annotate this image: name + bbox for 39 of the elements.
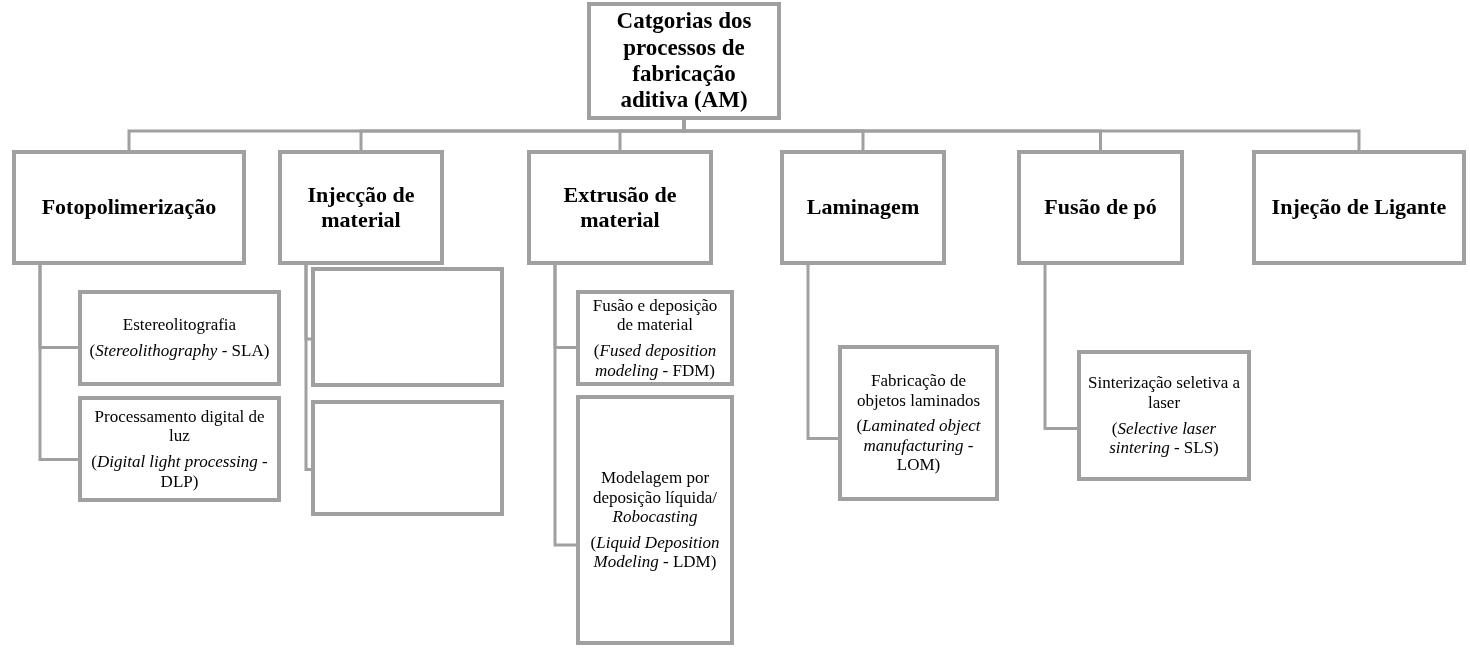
process-box [1077, 350, 1251, 481]
process-box [1017, 150, 1184, 265]
node-subtitle: (Fused deposition modeling - FDM) [592, 341, 718, 381]
process-box [576, 395, 734, 645]
category-box [587, 2, 781, 120]
process-box [576, 290, 734, 386]
process-box [780, 150, 946, 265]
node-title: Extrusão de material [562, 183, 678, 232]
node-title: Sinterização seletiva a laser [1087, 373, 1241, 413]
process-box [1252, 150, 1466, 265]
process-box [278, 150, 444, 265]
node-title: Injeção de Ligante [1271, 195, 1447, 220]
node-title: Processamento digital de luz [93, 406, 266, 446]
empty-box [311, 267, 504, 387]
empty-box [311, 400, 504, 516]
node-subtitle: (Liquid Deposition Modeling - LDM) [589, 532, 721, 572]
node-title: Laminagem [806, 195, 920, 220]
node-title: Fabricação de objetos laminados [855, 371, 982, 411]
connector-line [38, 265, 78, 462]
node-title: Estereolitografia [122, 315, 237, 335]
node-subtitle: (Selective laser sintering - SLS) [1108, 418, 1220, 458]
node-subtitle: (Laminated object manufacturing - LOM) [855, 416, 982, 475]
connector-line [304, 265, 311, 472]
node-title: Fusão de pó [1044, 195, 1157, 220]
node-title: Injecção de material [306, 183, 416, 232]
node-title: Modelagem por deposição líquida/ Robocasting [591, 468, 719, 527]
connector-line [806, 265, 838, 441]
process-box [838, 345, 999, 501]
process-box [78, 396, 281, 502]
node-title: Fusão e deposição de material [591, 295, 719, 335]
node-title: Catgorias dos processos de fabricação aditiva (AM) [615, 8, 753, 114]
process-box [12, 150, 246, 265]
node-title: Fotopolimerização [41, 195, 217, 220]
connector-line [1043, 265, 1077, 431]
node-subtitle: (Stereolithography - SLA) [89, 341, 270, 361]
connector-line [553, 265, 576, 547]
node-subtitle: (Digital light processing - DLP) [90, 452, 269, 492]
process-box [78, 290, 281, 386]
process-box [527, 150, 713, 265]
